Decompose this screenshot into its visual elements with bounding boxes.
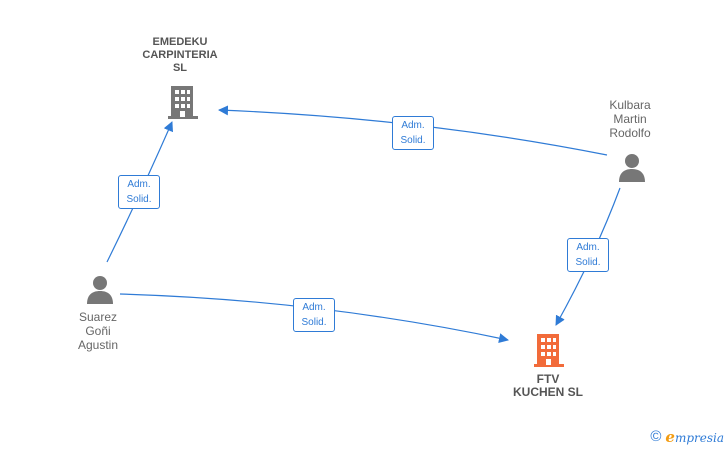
edge-role-line1: Adm. <box>127 179 151 190</box>
person-icon[interactable] <box>619 154 645 182</box>
empresia-watermark: © empresia <box>650 428 724 446</box>
building-icon[interactable] <box>168 86 198 119</box>
building-icon[interactable] <box>534 334 564 367</box>
person-label-suarez[interactable]: Suarez Goñi Agustin <box>77 310 119 352</box>
person-label-kulbara[interactable]: Kulbara Martin Rodolfo <box>609 98 651 140</box>
copyright-icon: © <box>650 428 662 445</box>
edge-label-suarez-emedeku: Adm. Solid. <box>118 175 160 209</box>
edge-label-suarez-ftv: Adm. Solid. <box>293 298 335 332</box>
brand-logo: empresia <box>665 428 724 446</box>
edge-role-line1: Adm. <box>576 242 600 253</box>
company-label-ftv[interactable]: FTV KUCHEN SL <box>512 372 583 399</box>
edge-role-line2: Solid. <box>301 317 327 328</box>
edge-role-line2: Solid. <box>400 135 426 146</box>
edge-role-line1: Adm. <box>302 302 326 313</box>
edge-role-line2: Solid. <box>575 257 601 268</box>
edge-role-line2: Solid. <box>126 194 152 205</box>
edge-role-line1: Adm. <box>401 120 425 131</box>
edge-label-kulbara-emedeku: Adm. Solid. <box>392 116 434 150</box>
company-label-emedeku[interactable]: EMEDEKU CARPINTERIA SL <box>142 36 218 74</box>
edge-label-kulbara-ftv: Adm. Solid. <box>567 238 609 272</box>
brand-name: mpresia <box>674 431 724 445</box>
brand-initial: e <box>665 428 675 446</box>
person-icon[interactable] <box>87 276 113 304</box>
